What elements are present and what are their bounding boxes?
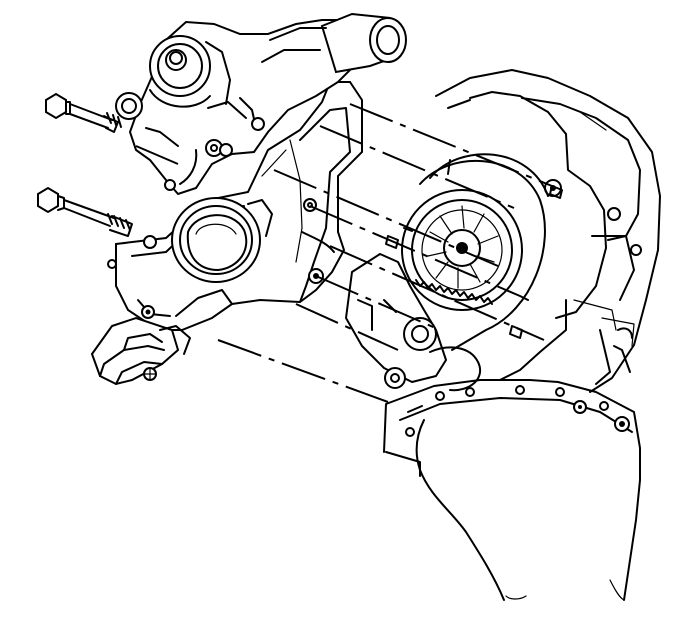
engine-front-cover [107,53,363,331]
camshaft-sprocket [401,153,549,351]
oil-filter-adapter [90,316,191,386]
oil-pan [383,379,641,601]
alignment-lines [135,103,553,403]
block-dowel-pins [385,159,563,339]
crank-area [345,253,481,392]
water-pump [115,12,407,196]
cover-bolt-lower [37,186,133,237]
cover-bolt-upper [45,92,122,133]
